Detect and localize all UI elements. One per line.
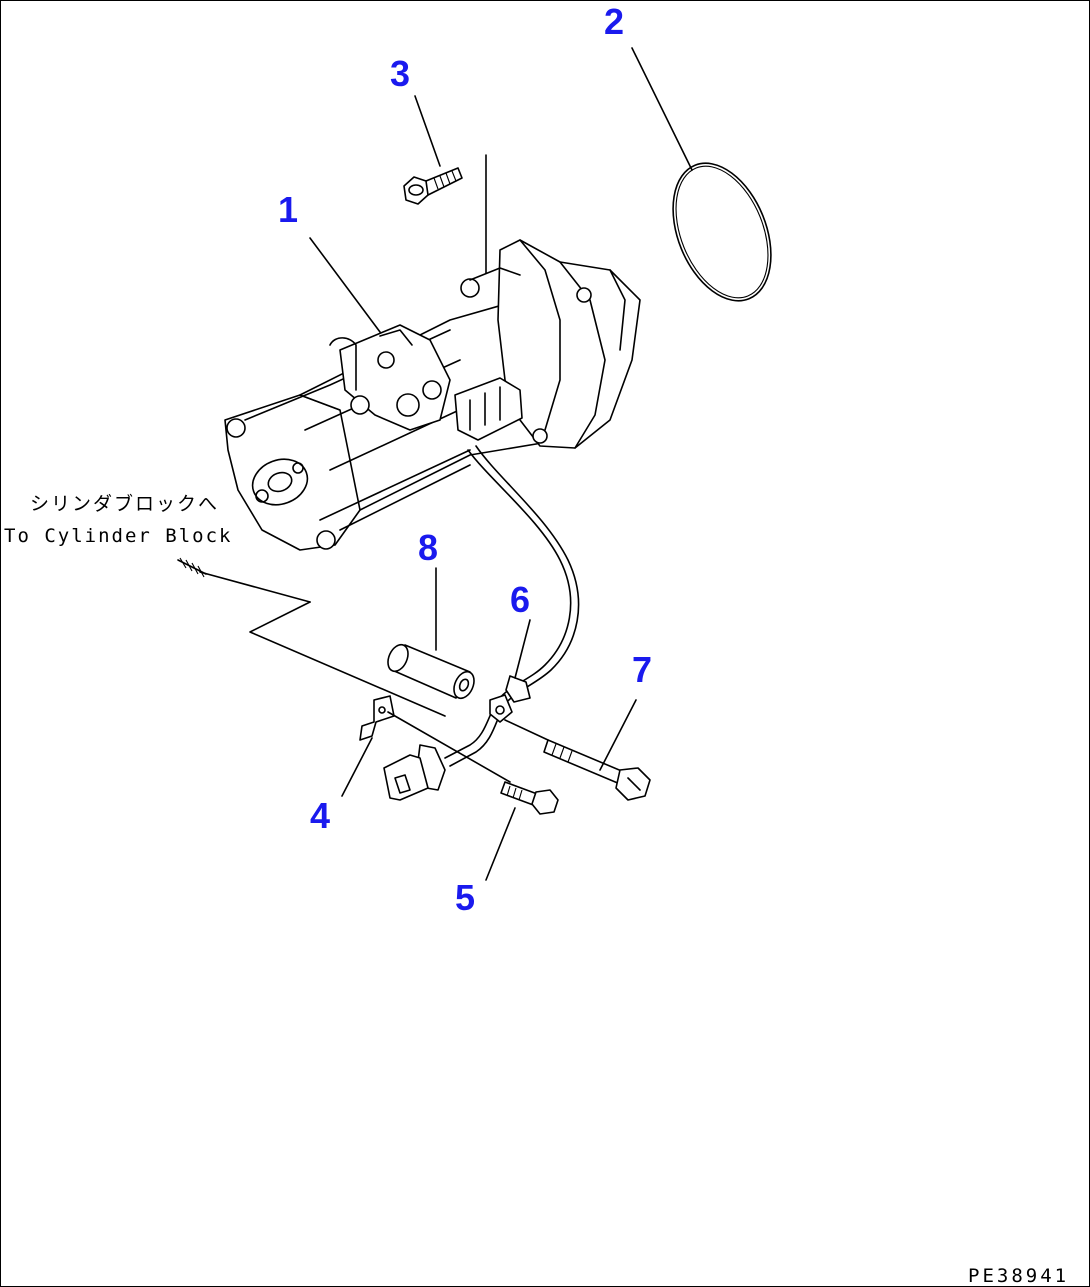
clip-part xyxy=(359,695,395,741)
callout-5: 5 xyxy=(455,877,475,918)
starter-motor-part xyxy=(224,239,641,551)
spacer-part xyxy=(387,643,475,700)
callout-1: 1 xyxy=(278,189,298,230)
harness-bolt-part xyxy=(543,739,651,801)
callout-4: 4 xyxy=(310,795,330,836)
o-ring-part xyxy=(672,162,772,302)
callout-6: 6 xyxy=(510,579,530,620)
callout-7: 7 xyxy=(632,649,652,690)
clip-bolt-part xyxy=(500,781,559,815)
note-japanese: シリンダブロックへ xyxy=(30,492,219,515)
callout-3: 3 xyxy=(390,53,410,94)
callout-2: 2 xyxy=(604,1,624,42)
drawing-number: PE38941 xyxy=(968,1265,1069,1287)
callout-8: 8 xyxy=(418,527,438,568)
assembly-axis-lines xyxy=(177,557,549,783)
wiring-harness-part xyxy=(383,445,580,801)
note-english: To Cylinder Block xyxy=(4,525,232,547)
mounting-bolt-part xyxy=(403,167,463,205)
leader-lines xyxy=(309,47,693,881)
